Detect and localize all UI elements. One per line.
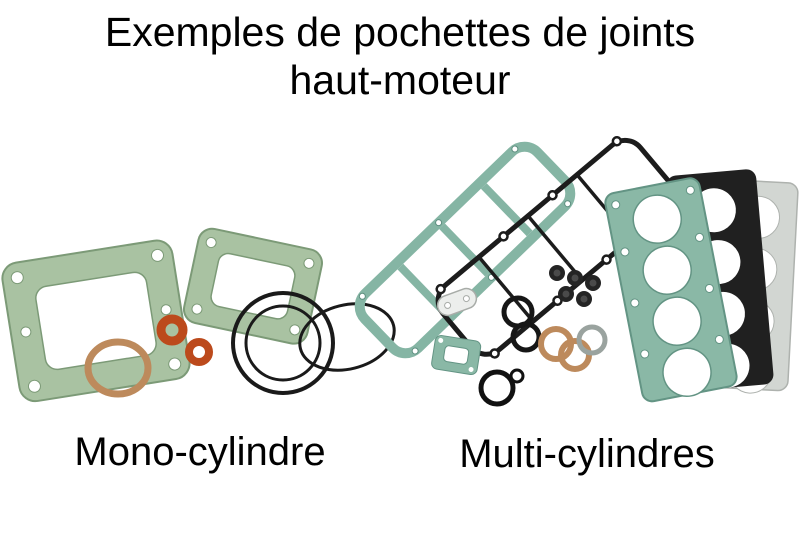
small-teal-gasket	[431, 334, 482, 376]
copper-ring-gasket	[84, 338, 152, 398]
teal-cover-gasket	[354, 141, 576, 359]
multi-cylinder-gasket-photo	[345, 130, 800, 430]
black-o-ring-outer	[231, 291, 335, 395]
title-line-2: haut-moteur	[289, 57, 511, 104]
orange-washer-2	[185, 338, 213, 366]
multi-cylinder-gasket-illustration	[354, 136, 799, 407]
orange-washer-1	[156, 314, 188, 346]
washer-cluster	[538, 324, 608, 372]
mono-cylinder-gasket-illustration	[1, 227, 396, 403]
head-cover-gasket	[182, 227, 323, 345]
mono-cylinder-label: Mono-cylindre	[74, 430, 326, 474]
mono-cylinder-gasket-photo	[0, 226, 400, 431]
valve-stem-seals	[549, 265, 601, 307]
teal-head-gasket	[604, 177, 738, 403]
black-o-ring-large	[298, 302, 396, 372]
small-oval-gasket	[436, 287, 478, 317]
small-black-o-ring-2	[510, 321, 542, 353]
seal-ring-pair	[478, 368, 525, 407]
title-line-1: Exemples de pochettes de joints	[104, 9, 696, 55]
black-o-ring-inner	[244, 304, 322, 382]
multi-cylinder-label: Multi-cylindres	[459, 432, 715, 476]
page-title: Exemples de pochettes de joints haut-mot…	[0, 8, 800, 105]
